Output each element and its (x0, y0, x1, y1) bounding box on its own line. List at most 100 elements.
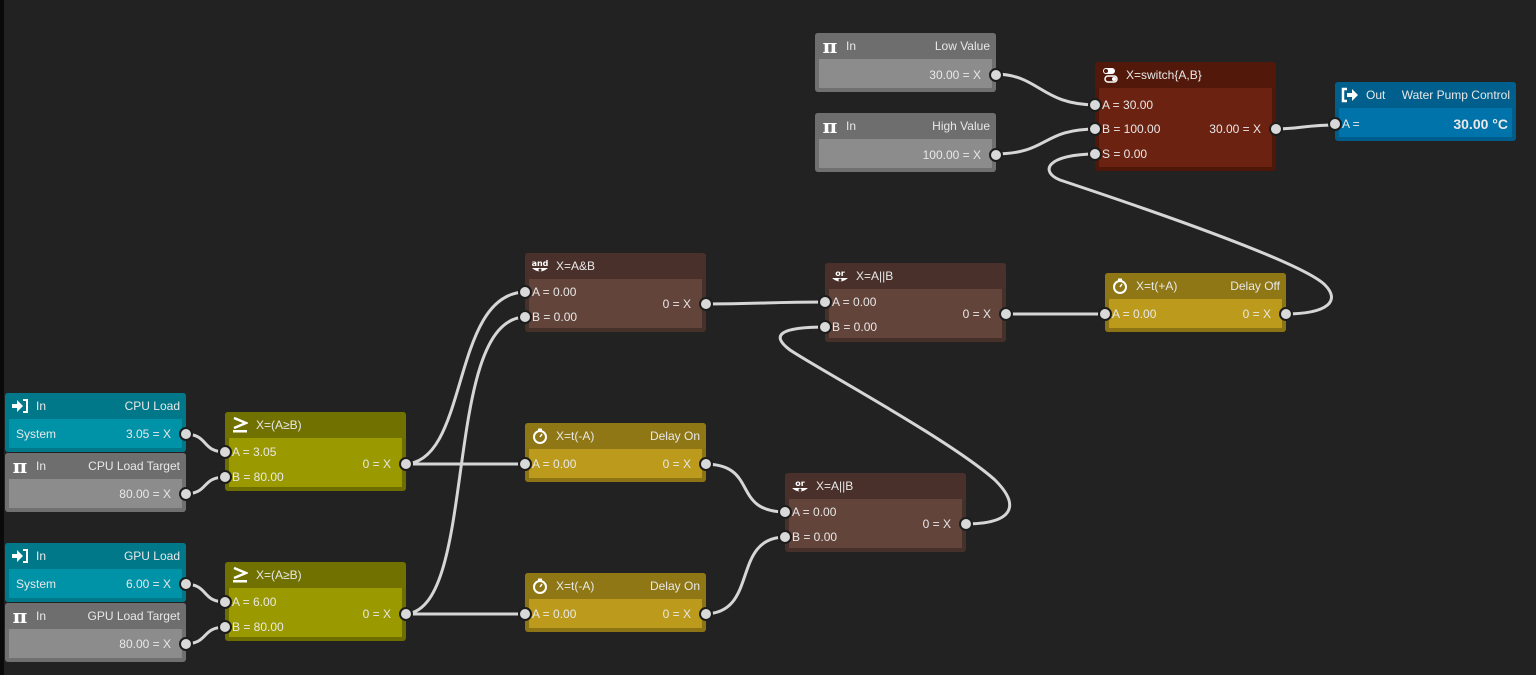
input-b: B = 80.00 (232, 470, 284, 484)
node-title: GPU Load Target (87, 609, 180, 623)
node-kind: In (36, 609, 47, 623)
input-a: A = (1342, 117, 1360, 131)
stopwatch-icon (530, 578, 550, 594)
output-value: 30.00 = X (1209, 122, 1261, 136)
output-port[interactable] (699, 297, 713, 311)
pi-icon: π (822, 114, 838, 138)
input-port-a[interactable] (218, 445, 232, 459)
output-value: 6.00 = X (125, 577, 171, 591)
node-water-pump-control[interactable]: Out Water Pump Control A =30.00 °C (1328, 82, 1516, 141)
output-value: 0 = X (662, 457, 691, 471)
node-title: High Value (932, 119, 990, 133)
node-kind: In (846, 119, 857, 133)
input-port-a[interactable] (1088, 98, 1102, 112)
input-port-b[interactable] (218, 470, 232, 484)
wire-high-to-switch-b[interactable] (992, 127, 1099, 156)
pi-icon: π (822, 34, 838, 58)
input-port-a[interactable] (218, 595, 232, 609)
output-port[interactable] (1269, 122, 1283, 136)
output-port[interactable] (179, 427, 193, 441)
wire-gpucompare-to-and-b[interactable] (402, 315, 528, 616)
wire-low-to-switch-a[interactable] (992, 72, 1099, 107)
output-value: 0 = X (922, 517, 951, 531)
node-title: Low Value (934, 39, 990, 53)
output-port[interactable] (699, 457, 713, 471)
output-value: 0 = X (962, 307, 991, 321)
output-port[interactable] (959, 517, 973, 531)
input-port-a[interactable] (518, 457, 532, 471)
output-port[interactable] (399, 457, 413, 471)
node-kind: Out (1366, 88, 1386, 102)
node-formula: X=switch{A,B} (1126, 68, 1202, 82)
node-header: In GPU Load (5, 543, 186, 569)
node-header: In CPU Load (5, 393, 186, 419)
output-port[interactable] (999, 307, 1013, 321)
output-value: 0 = X (662, 297, 691, 311)
input-port-a[interactable] (518, 285, 532, 299)
wire-delayon2-to-or-bottom-b[interactable] (702, 535, 788, 616)
input-a: A = 0.00 (532, 285, 577, 299)
node-or-gate-bottom[interactable]: or X=A||B A = 0.00 0 = X B = 0.00 (778, 473, 973, 552)
switch-icon (1100, 67, 1120, 83)
input-port-a[interactable] (518, 607, 532, 621)
output-port[interactable] (989, 68, 1003, 82)
output-port[interactable] (179, 637, 193, 651)
output-port[interactable] (179, 577, 193, 591)
input-port-b[interactable] (218, 620, 232, 634)
node-header: π In GPU Load Target (5, 603, 186, 629)
output-port[interactable] (699, 607, 713, 621)
output-value: 80.00 = X (119, 637, 171, 651)
node-title: Delay On (649, 429, 700, 443)
input-port-b[interactable] (818, 320, 832, 334)
input-port-a[interactable] (778, 505, 792, 519)
node-formula: X=(A≥B) (256, 568, 302, 582)
wire-cpucompare-to-and-a[interactable] (402, 290, 528, 466)
input-port-a[interactable] (1098, 307, 1112, 321)
input-port-a[interactable] (1328, 117, 1342, 131)
output-value: 100.00 = X (922, 148, 981, 162)
output-value: 0 = X (362, 457, 391, 471)
input-port-a[interactable] (818, 295, 832, 309)
sign-in-icon (10, 548, 30, 564)
node-gpu-load-target[interactable]: π In GPU Load Target 80.00 = X (5, 603, 193, 662)
output-port[interactable] (179, 487, 193, 501)
input-a: A = 0.00 (532, 607, 577, 621)
node-title: Delay Off (1230, 279, 1280, 293)
node-formula: X=A&B (556, 259, 596, 273)
node-header: X=t(+A) Delay Off (1105, 273, 1286, 299)
output-port[interactable] (399, 607, 413, 621)
svg-text:and: and (532, 259, 549, 268)
node-header: X=(A≥B) (225, 562, 406, 588)
node-header: or X=A||B (785, 473, 966, 499)
output-port[interactable] (1279, 307, 1293, 321)
wire-and-to-or-top-a[interactable] (702, 300, 828, 306)
input-port-b[interactable] (1088, 122, 1102, 136)
node-low-value[interactable]: π In Low Value 30.00 = X (815, 33, 1003, 92)
stopwatch-icon (1110, 278, 1130, 294)
or-icon: or (790, 478, 810, 494)
output-value: 80.00 = X (119, 487, 171, 501)
output-port[interactable] (989, 148, 1003, 162)
node-gpu-compare[interactable]: X=(A≥B) A = 6.00 0 = X B = 80.00 (218, 562, 413, 641)
input-port-b[interactable] (518, 310, 532, 324)
node-formula: X=t(-A) (556, 429, 595, 443)
node-header: Out Water Pump Control (1335, 82, 1516, 108)
wire-switch-to-pump[interactable] (1272, 123, 1338, 131)
input-a: A = 6.00 (232, 595, 277, 609)
input-port-s[interactable] (1088, 147, 1102, 161)
input-a: A = 0.00 (792, 505, 837, 519)
node-or-gate-top[interactable]: or X=A||B A = 0.00 0 = X B = 0.00 (818, 263, 1013, 342)
node-high-value[interactable]: π In High Value 100.00 = X (815, 113, 1003, 172)
node-cpu-compare[interactable]: X=(A≥B) A = 3.05 0 = X B = 80.00 (218, 412, 413, 491)
input-port-b[interactable] (778, 530, 792, 544)
wire-delayon1-to-or-bottom-a[interactable] (702, 462, 788, 514)
node-and-gate[interactable]: and X=A&B A = 0.00 0 = X B = 0.00 (518, 253, 713, 332)
svg-text:or: or (795, 479, 804, 488)
node-cpu-load-target[interactable]: π In CPU Load Target 80.00 = X (5, 453, 193, 512)
